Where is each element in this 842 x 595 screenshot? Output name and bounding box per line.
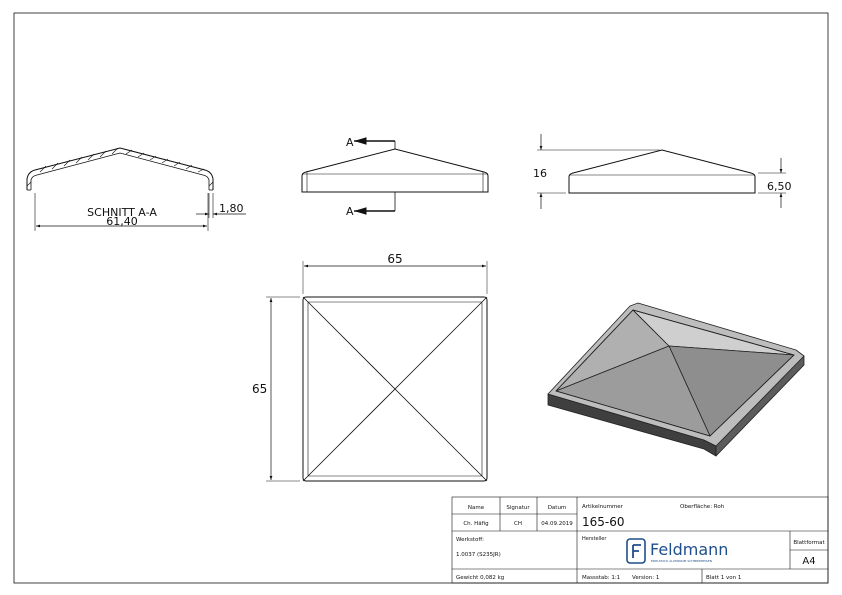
section-view: SCHNITT A-A 61,40 1,80: [26, 147, 246, 231]
logo-tagline: EDELSTAHL ALUMINIUM SCHMIEDEEISEN: [651, 559, 712, 563]
manufacturer-label: Hersteller: [582, 536, 607, 542]
name-value: Ch. Häfig: [463, 521, 488, 527]
weight-text: Gewicht 0,082 kg: [456, 575, 504, 581]
section-marker-bottom: A: [346, 205, 354, 218]
section-width-dim: 61,40: [106, 215, 138, 228]
name-label: Name: [468, 505, 485, 511]
section-title: SCHNITT A-A: [87, 206, 157, 219]
version-text: Version: 1: [632, 575, 659, 581]
section-marker-top: A: [346, 136, 354, 149]
signature-label: Signatur: [506, 505, 530, 511]
format-label: Blattformat: [793, 540, 825, 546]
front-view: A A: [301, 136, 489, 218]
drawing-frame: [13, 12, 829, 584]
logo-name: Feldmann: [650, 540, 728, 559]
side-rim-dim: 6,50: [767, 180, 792, 193]
feldmann-logo: Feldmann EDELSTAHL ALUMINIUM SCHMIEDEEIS…: [626, 538, 728, 564]
sheet-text: Blatt 1 von 1: [706, 575, 741, 581]
side-view: 16 6,50: [533, 134, 792, 209]
scale-text: Massstab: 1:1: [582, 575, 620, 581]
side-height-dim: 16: [533, 167, 547, 180]
signature-value: CH: [514, 521, 522, 527]
title-block: [451, 496, 829, 584]
material-value: 1.0037 (S235JR): [456, 552, 501, 558]
top-view: 65 65: [252, 252, 488, 482]
surface-text: Oberfläche: Roh: [680, 504, 725, 510]
isometric-3d-view: [547, 302, 805, 457]
date-value: 04.09.2019: [541, 521, 573, 527]
top-width-dim: 65: [387, 252, 402, 266]
top-height-dim: 65: [252, 382, 267, 396]
material-label: Werkstoff:: [456, 537, 484, 543]
article-label: Artikelnummer: [582, 504, 624, 510]
format-value: A4: [802, 556, 815, 567]
date-label: Datum: [548, 505, 567, 511]
title-block-text: Name Signatur Datum Ch. Häfig CH 04.09.2…: [456, 504, 826, 581]
section-thickness-dim: 1,80: [219, 202, 244, 215]
article-value: 165-60: [582, 515, 625, 529]
